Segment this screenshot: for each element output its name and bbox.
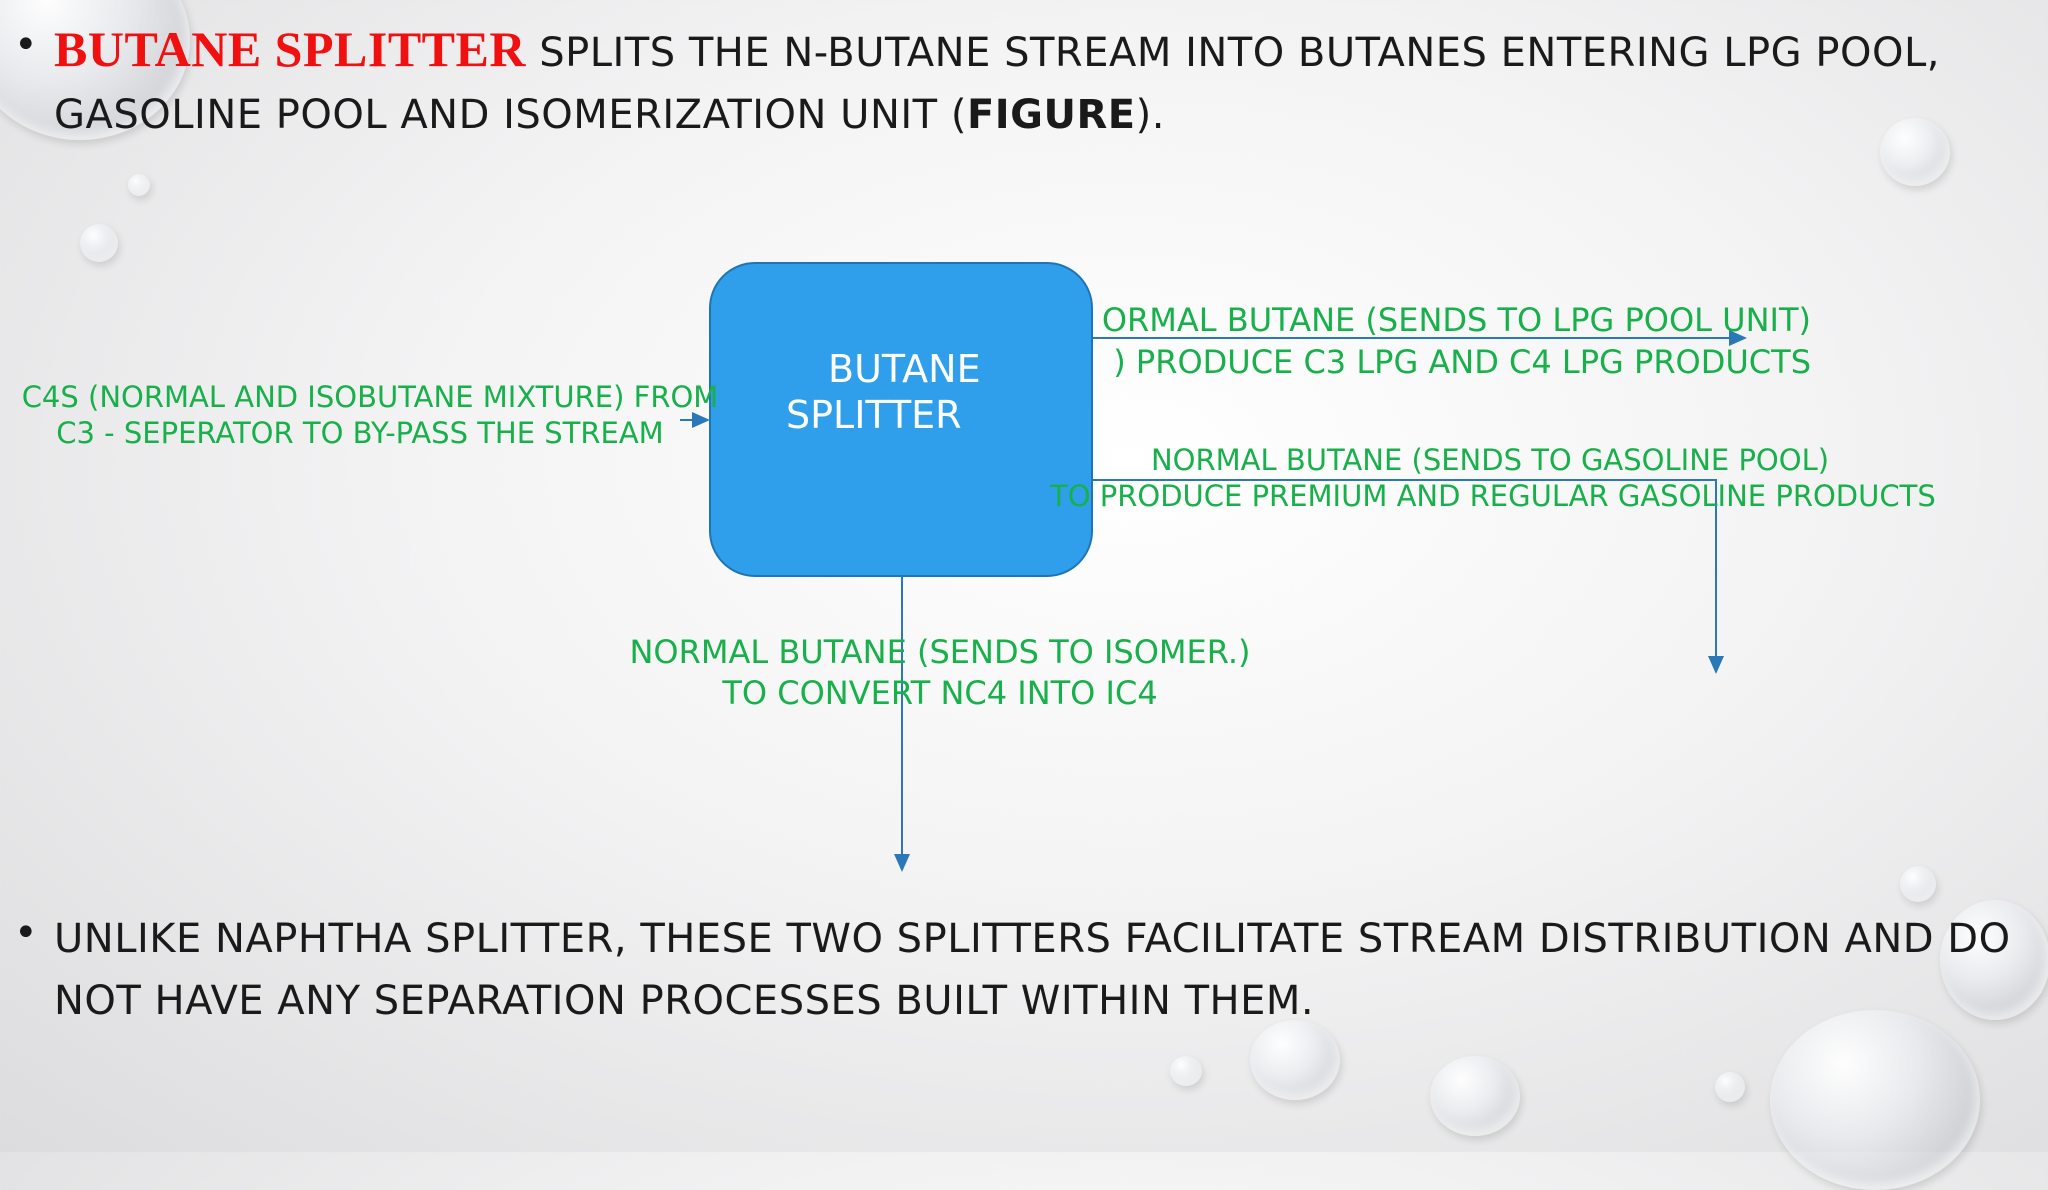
bullet-1-text-c: ). <box>1135 92 1165 138</box>
bullet-marker: • <box>14 22 38 68</box>
lpg-label-line-2: ) PRODUCE C3 LPG AND C4 LPG PRODUCTS <box>1113 343 1811 381</box>
bullet-2-line-2: NOT HAVE ANY SEPARATION PROCESSES BUILT … <box>54 978 1315 1024</box>
gasoline-output-arrow <box>1093 479 1724 674</box>
water-drop-decoration <box>1940 900 2048 1020</box>
figure-reference: FIGURE <box>966 92 1136 138</box>
bullet-marker: • <box>14 910 38 956</box>
water-drop-decoration <box>1715 1072 1745 1102</box>
water-drop-decoration <box>80 224 118 262</box>
input-stream-label: C4S (NORMAL AND ISOBUTANE MIXTURE) FROM … <box>20 379 720 451</box>
butane-splitter-highlight: BUTANE SPLITTER <box>54 21 526 77</box>
bullet-1-text-b: GASOLINE POOL AND ISOMERIZATION UNIT ( <box>54 92 967 138</box>
isomer-label-line-2: TO CONVERT NC4 INTO IC4 <box>722 674 1158 712</box>
isomer-label-line-1: NORMAL BUTANE (SENDS TO ISOMER.) <box>629 633 1251 671</box>
lpg-label-line-1: ORMAL BUTANE (SENDS TO LPG POOL UNIT) <box>1101 301 1811 339</box>
bullet-1-line-1: BUTANE SPLITTER SPLITS THE N-BUTANE STRE… <box>54 18 2014 84</box>
input-label-line-1: C4S (NORMAL AND ISOBUTANE MIXTURE) FROM <box>21 380 719 414</box>
butane-splitter-box <box>709 262 1093 577</box>
lpg-pool-label: ORMAL BUTANE (SENDS TO LPG POOL UNIT) ) … <box>1083 299 1811 383</box>
bullet-1-text: BUTANE SPLITTER SPLITS THE N-BUTANE STRE… <box>54 18 2014 146</box>
box-label-splitter: SPLITTER <box>786 393 962 437</box>
water-drop-decoration <box>128 174 150 196</box>
gasoline-label-line-1: NORMAL BUTANE (SENDS TO GASOLINE POOL) <box>1150 443 1830 477</box>
gasoline-label-line-2: TO PRODUCE PREMIUM AND REGULAR GASOLINE … <box>1050 479 1936 513</box>
water-drop-decoration <box>1900 866 1936 902</box>
flow-arrows <box>680 330 1747 872</box>
box-label-butane: BUTANE <box>828 347 981 391</box>
water-drop-decoration <box>1170 1056 1202 1086</box>
input-label-line-2: C3 - SEPERATOR TO BY-PASS THE STREAM <box>56 416 664 450</box>
isomer-label: NORMAL BUTANE (SENDS TO ISOMER.) TO CONV… <box>600 632 1280 714</box>
water-drop-decoration <box>1880 118 1950 186</box>
bullet-1-text-a: SPLITS THE N-BUTANE STREAM INTO BUTANES … <box>525 30 1940 76</box>
bullet-1-line-2: GASOLINE POOL AND ISOMERIZATION UNIT (FI… <box>54 84 2014 146</box>
bullet-2-text: UNLIKE NAPHTHA SPLITTER, THESE TWO SPLIT… <box>54 908 2044 1032</box>
gasoline-pool-label: NORMAL BUTANE (SENDS TO GASOLINE POOL) T… <box>1050 442 1936 514</box>
bullet-2-line-1: UNLIKE NAPHTHA SPLITTER, THESE TWO SPLIT… <box>54 916 2011 962</box>
water-drop-decoration <box>1430 1056 1520 1136</box>
water-drop-decoration <box>1250 1020 1340 1100</box>
